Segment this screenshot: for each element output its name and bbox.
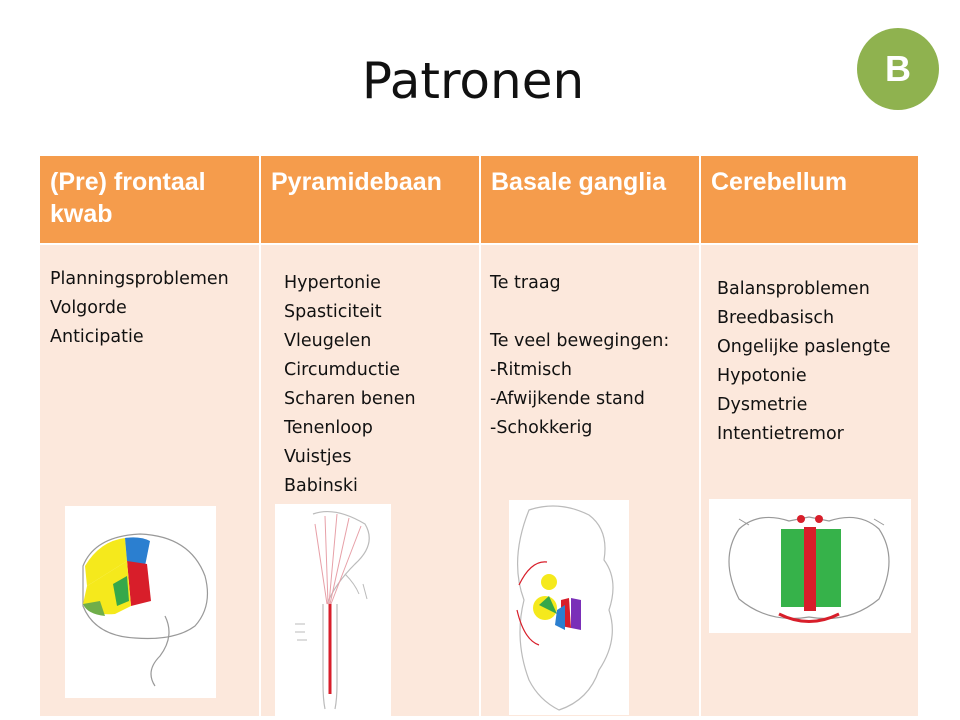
symptom-item: Spasticiteit: [284, 302, 382, 322]
symptom-item: Tenenloop: [284, 418, 373, 438]
symptom-item: Anticipatie: [50, 327, 144, 347]
symptom-item: Intentietremor: [717, 424, 844, 444]
column-body: Te traag Te veel bewegingen: -Ritmisch -Af…: [481, 245, 699, 716]
symptom-item: Vuistjes: [284, 447, 352, 467]
symptom-item: Planningsproblemen: [50, 269, 229, 289]
basal-ganglia-drawing: [509, 500, 629, 715]
symptom-item: Vleugelen: [284, 331, 372, 351]
symptom-item: Te traag: [490, 273, 561, 293]
symptom-list: Te traag Te veel bewegingen: -Ritmisch -Af…: [490, 269, 669, 443]
cerebellum-drawing: [709, 499, 911, 633]
slide-title: Patronen: [361, 52, 585, 110]
symptom-item: Te veel bewegingen:: [490, 331, 670, 351]
symptom-item: -Schokkerig: [490, 418, 593, 438]
symptom-item: Dysmetrie: [717, 395, 808, 415]
symptom-item: [490, 298, 669, 327]
symptom-item: Circumductie: [284, 360, 400, 380]
symptom-item: Volgorde: [50, 298, 127, 318]
symptom-item: Breedbasisch: [717, 308, 835, 328]
symptom-item: -Afwijkende stand: [490, 389, 645, 409]
column-header: Pyramidebaan: [261, 156, 479, 243]
column-basal-ganglia: Basale ganglia Te traag Te veel beweging…: [481, 156, 699, 716]
column-header: Basale ganglia: [481, 156, 699, 243]
symptom-item: Scharen benen: [284, 389, 416, 409]
brain-lobes-drawing: [65, 506, 216, 698]
symptom-item: Babinski: [284, 476, 358, 496]
symptom-item: Ongelijke paslengte: [717, 337, 891, 357]
symptom-item: -Ritmisch: [490, 360, 572, 380]
symptom-item: Hypotonie: [717, 366, 807, 386]
pyramidal-tract-drawing: [275, 504, 391, 716]
column-header: Cerebellum: [701, 156, 918, 243]
symptom-item: Balansproblemen: [717, 279, 870, 299]
column-header: (Pre) frontaal kwab: [40, 156, 259, 243]
symptom-item: Hypertonie: [284, 273, 381, 293]
section-badge: B: [857, 28, 939, 110]
